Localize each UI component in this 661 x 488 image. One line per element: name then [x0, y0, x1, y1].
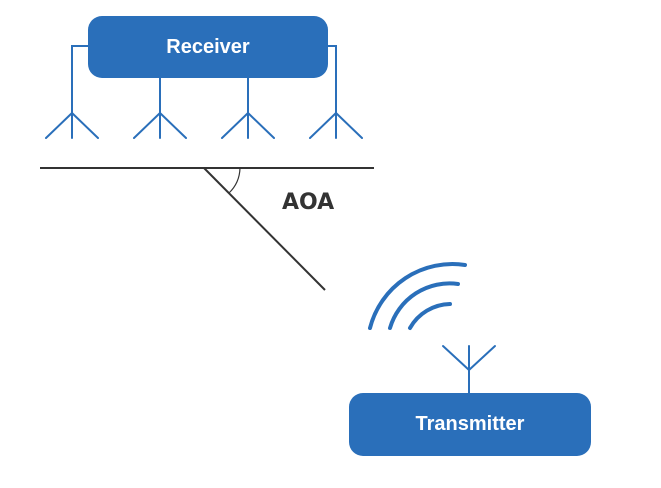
wifi-signal-icon	[368, 262, 467, 330]
signal-path	[203, 167, 326, 291]
antenna-icon	[309, 45, 363, 139]
receiver-box: Receiver	[88, 16, 328, 78]
antenna-icon	[221, 77, 275, 139]
transmitter-label: Transmitter	[415, 413, 525, 435]
angle-arc	[228, 167, 241, 194]
antenna-icon	[45, 45, 99, 139]
antenna-icon	[442, 345, 496, 394]
angle-geometry	[40, 167, 374, 291]
antenna-icon	[133, 77, 187, 139]
transmitter-box: Transmitter	[349, 393, 591, 456]
receiver-antenna-array	[45, 45, 363, 139]
receiver-label: Receiver	[166, 35, 250, 58]
aoa-label: AOA	[282, 190, 335, 215]
